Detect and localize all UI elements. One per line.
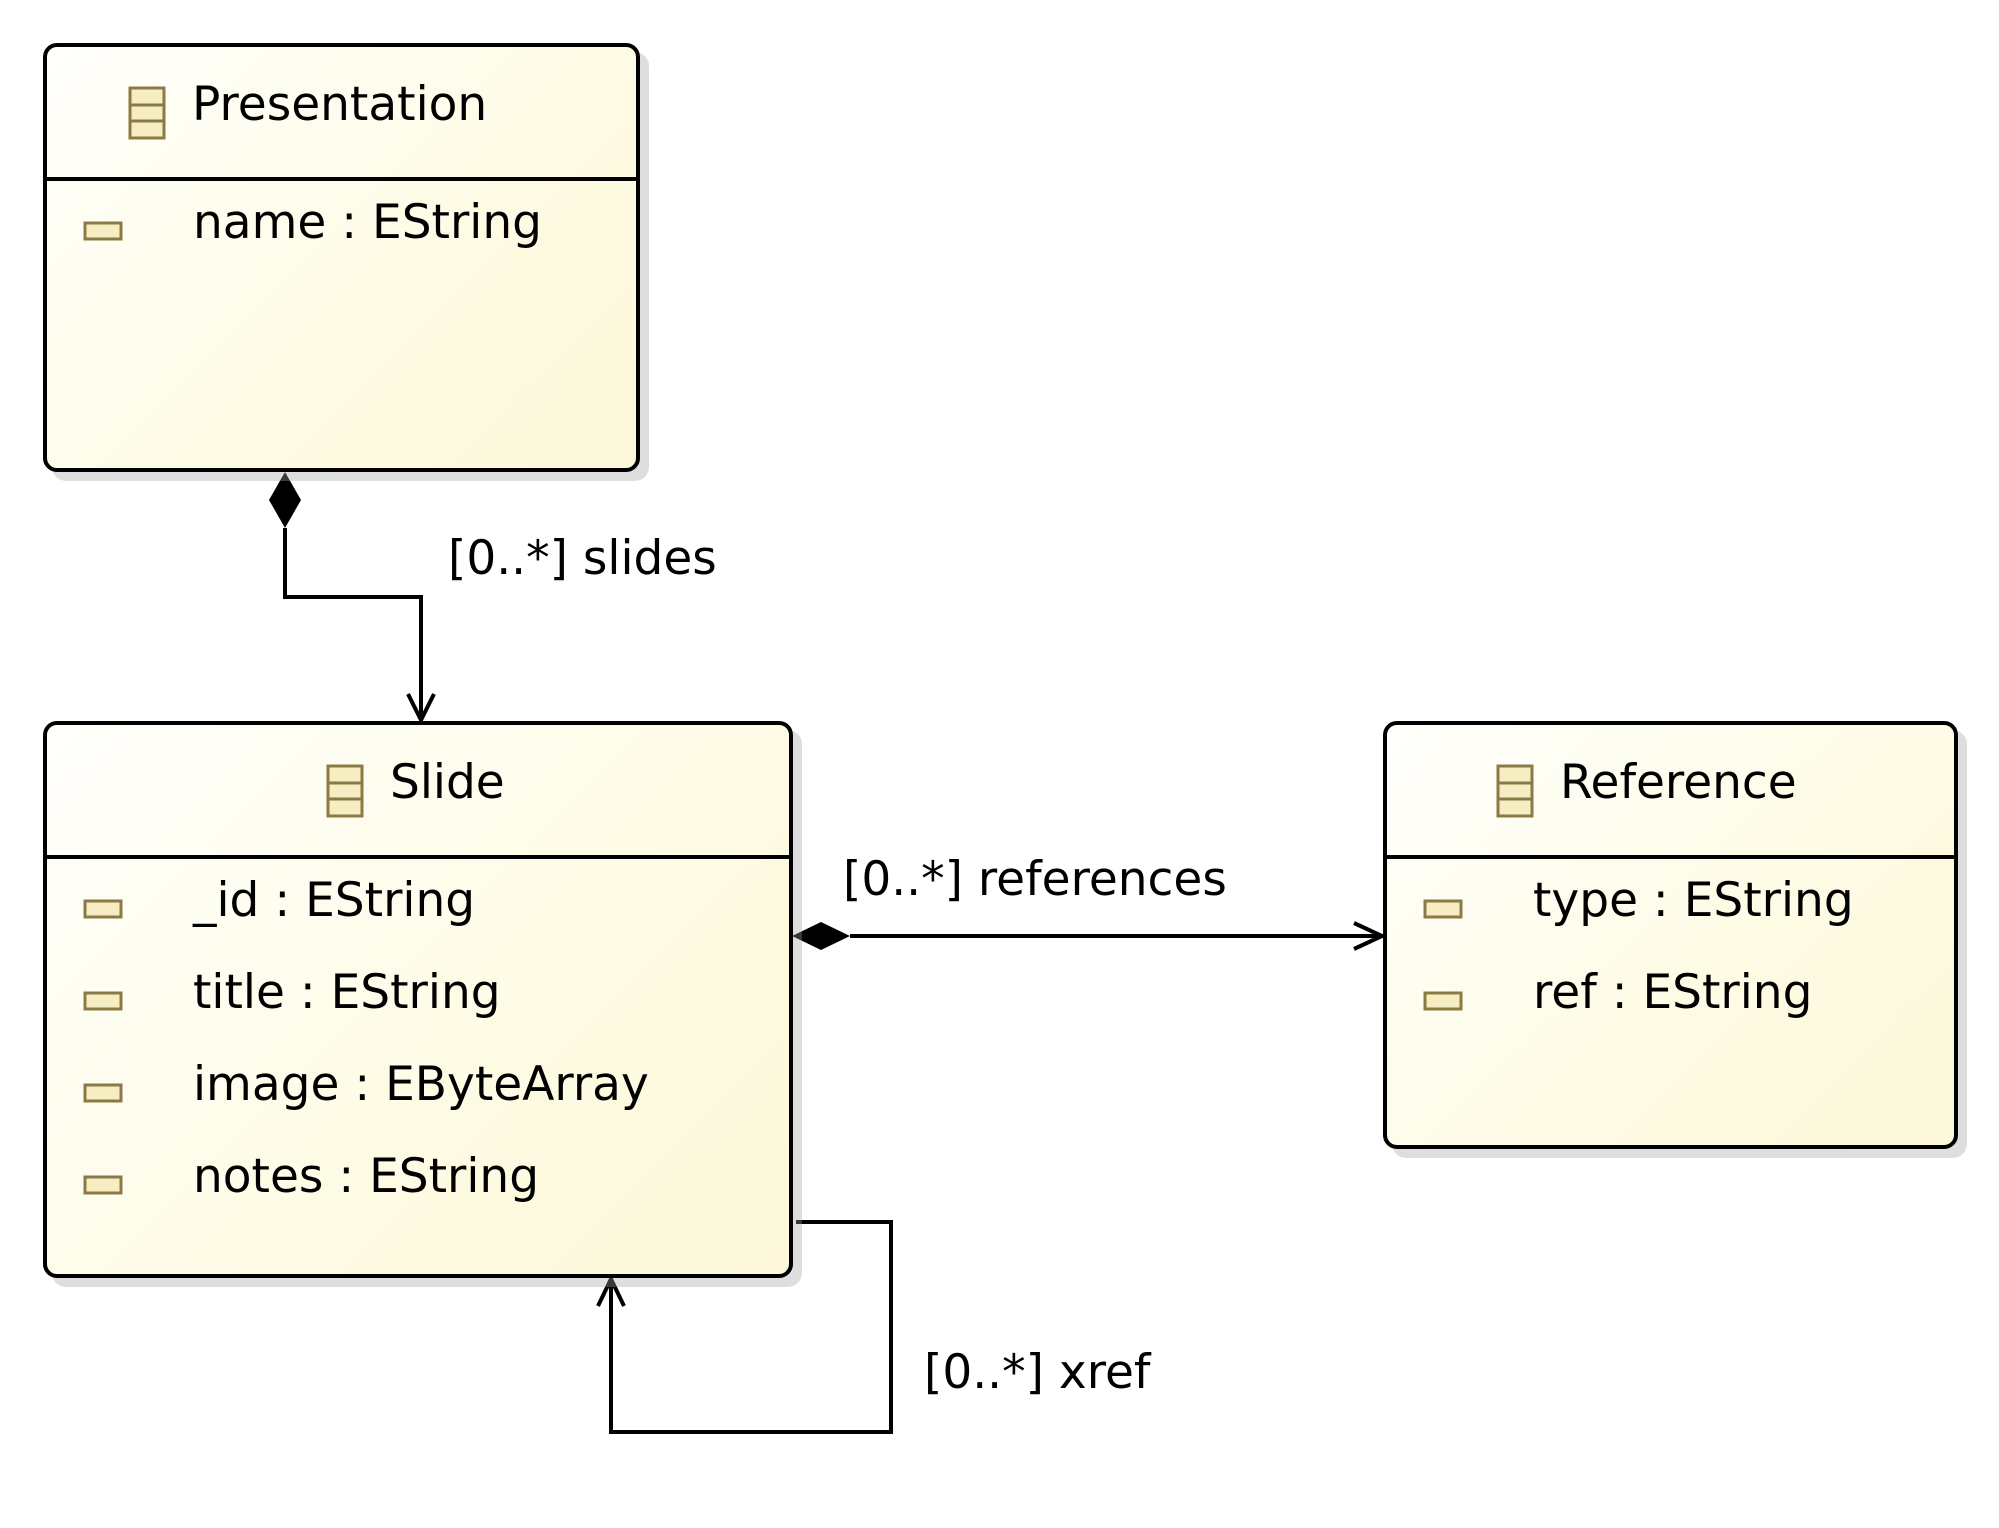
attribute-label: type : EString bbox=[1533, 873, 1854, 928]
association-label-slides: [0..*] slides bbox=[448, 531, 717, 586]
arrowhead-xref bbox=[596, 1274, 626, 1307]
association-line-xref bbox=[609, 1220, 893, 1434]
association-references bbox=[792, 921, 1387, 951]
class-name: Presentation bbox=[192, 77, 488, 132]
arrowhead-slides bbox=[406, 693, 436, 725]
eattribute-icon bbox=[1423, 991, 1463, 1011]
eattribute-icon bbox=[83, 991, 123, 1011]
class-header: Reference bbox=[1387, 725, 1954, 859]
class-name: Reference bbox=[1560, 755, 1797, 810]
class-header: Slide bbox=[47, 725, 789, 859]
attribute-label: _id : EString bbox=[193, 873, 476, 928]
eattribute-icon bbox=[83, 1083, 123, 1103]
class-slide[interactable]: Slide _id : EString title : EString imag… bbox=[43, 721, 793, 1278]
eclass-icon bbox=[326, 764, 364, 818]
class-header: Presentation bbox=[47, 47, 636, 181]
attribute-label: name : EString bbox=[193, 195, 542, 250]
class-presentation[interactable]: Presentation name : EString bbox=[43, 43, 640, 472]
eclass-icon bbox=[1496, 764, 1534, 818]
attribute-label: title : EString bbox=[193, 965, 501, 1020]
class-name: Slide bbox=[390, 755, 505, 810]
eattribute-icon bbox=[83, 1175, 123, 1195]
association-xref bbox=[596, 1220, 893, 1434]
association-slides bbox=[269, 472, 436, 725]
composition-diamond-slides bbox=[269, 472, 301, 528]
arrowhead-references bbox=[1353, 921, 1387, 951]
eclass-icon bbox=[128, 86, 166, 140]
attribute-label: ref : EString bbox=[1533, 965, 1813, 1020]
association-label-xref: [0..*] xref bbox=[924, 1345, 1151, 1400]
eattribute-icon bbox=[83, 899, 123, 919]
eattribute-icon bbox=[1423, 899, 1463, 919]
eattribute-icon bbox=[83, 221, 123, 241]
composition-diamond-references bbox=[792, 922, 850, 950]
attribute-label: image : EByteArray bbox=[193, 1057, 649, 1112]
attribute-label: notes : EString bbox=[193, 1149, 540, 1204]
association-label-references: [0..*] references bbox=[843, 852, 1227, 907]
association-line-slides bbox=[283, 528, 423, 718]
class-reference[interactable]: Reference type : EString ref : EString bbox=[1383, 721, 1958, 1149]
